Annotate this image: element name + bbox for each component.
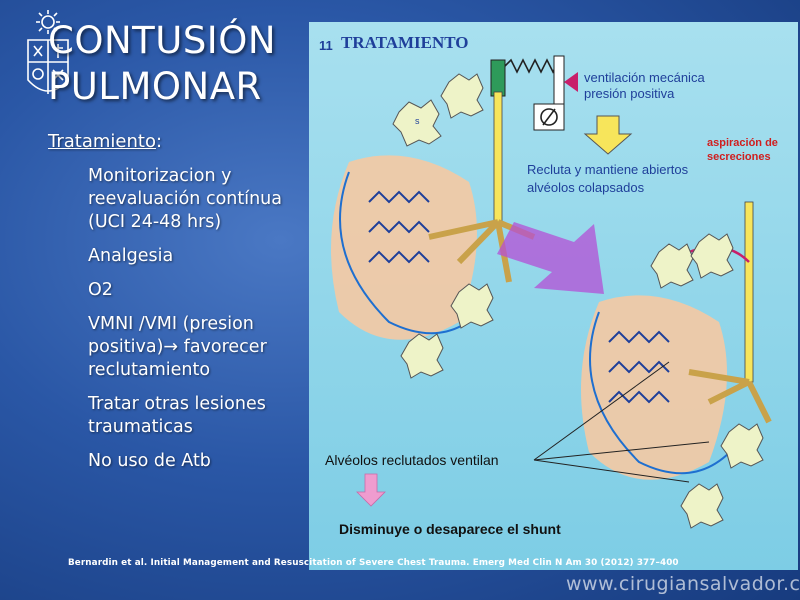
website-watermark: www.cirugiansalvador.cl: [566, 573, 800, 595]
label-aspiration-line-2: secreciones: [707, 151, 771, 163]
title-line-1: CONTUSIÓN: [48, 19, 277, 62]
callout-lines: [533, 361, 710, 483]
down-arrow-small-icon: [356, 473, 386, 507]
label-aspiration-line-1: aspiración de: [707, 137, 778, 149]
label-ventilate: Alvéolos reclutados ventilan: [325, 452, 499, 468]
ventilator-icon: [490, 55, 578, 131]
label-recruit-line-1: Recluta y mantiene abiertos: [527, 162, 689, 177]
slide-title: CONTUSIÓN PULMONAR: [48, 18, 276, 110]
airway-tree-lower: [668, 201, 772, 424]
list-item: Monitorizacion y reevaluación contínua (…: [88, 166, 282, 232]
list-item: No uso de Atb: [88, 451, 211, 471]
alveoli-lower: [650, 233, 764, 529]
down-arrow-icon: [583, 115, 633, 155]
diagram-canvas: 11 TRATAMIENTO ventilación mecánica pres…: [319, 33, 778, 537]
university-crest-icon: [27, 10, 69, 94]
label-ventilation-line-1: ventilación mecánica: [584, 70, 705, 85]
label-recruit-line-2: alvéolos colapsados: [527, 180, 645, 195]
label-shunt: Disminuye o desaparece el shunt: [339, 521, 561, 537]
section-heading: Tratamiento:: [48, 131, 162, 152]
citation: Bernardin et al. Initial Management and …: [68, 558, 679, 568]
alveoli-upper: [392, 73, 494, 379]
list-item: Analgesia: [88, 246, 174, 266]
collapsed-lung-left: [331, 155, 490, 340]
treatment-diagram: 11 TRATAMIENTO ventilación mecánica pres…: [309, 22, 798, 570]
recruited-lung-right: [581, 295, 740, 480]
section-heading-text: Tratamiento: [48, 131, 156, 152]
section-heading-colon: :: [155, 131, 163, 152]
list-item: VMNI /VMI (presion positiva)→ favorecer …: [88, 314, 267, 380]
transition-arrow-icon: [497, 222, 604, 294]
figure-heading: TRATAMIENTO: [341, 33, 469, 52]
figure-number: 11: [319, 38, 333, 53]
treatment-list: Monitorizacion y reevaluación contínua (…: [88, 165, 298, 484]
list-item: O2: [88, 280, 113, 300]
alveolus-letter: s: [415, 116, 420, 126]
title-line-2: PULMONAR: [48, 65, 262, 108]
list-item: Tratar otras lesiones traumaticas: [88, 394, 266, 437]
label-ventilation-line-2: presión positiva: [584, 86, 675, 101]
